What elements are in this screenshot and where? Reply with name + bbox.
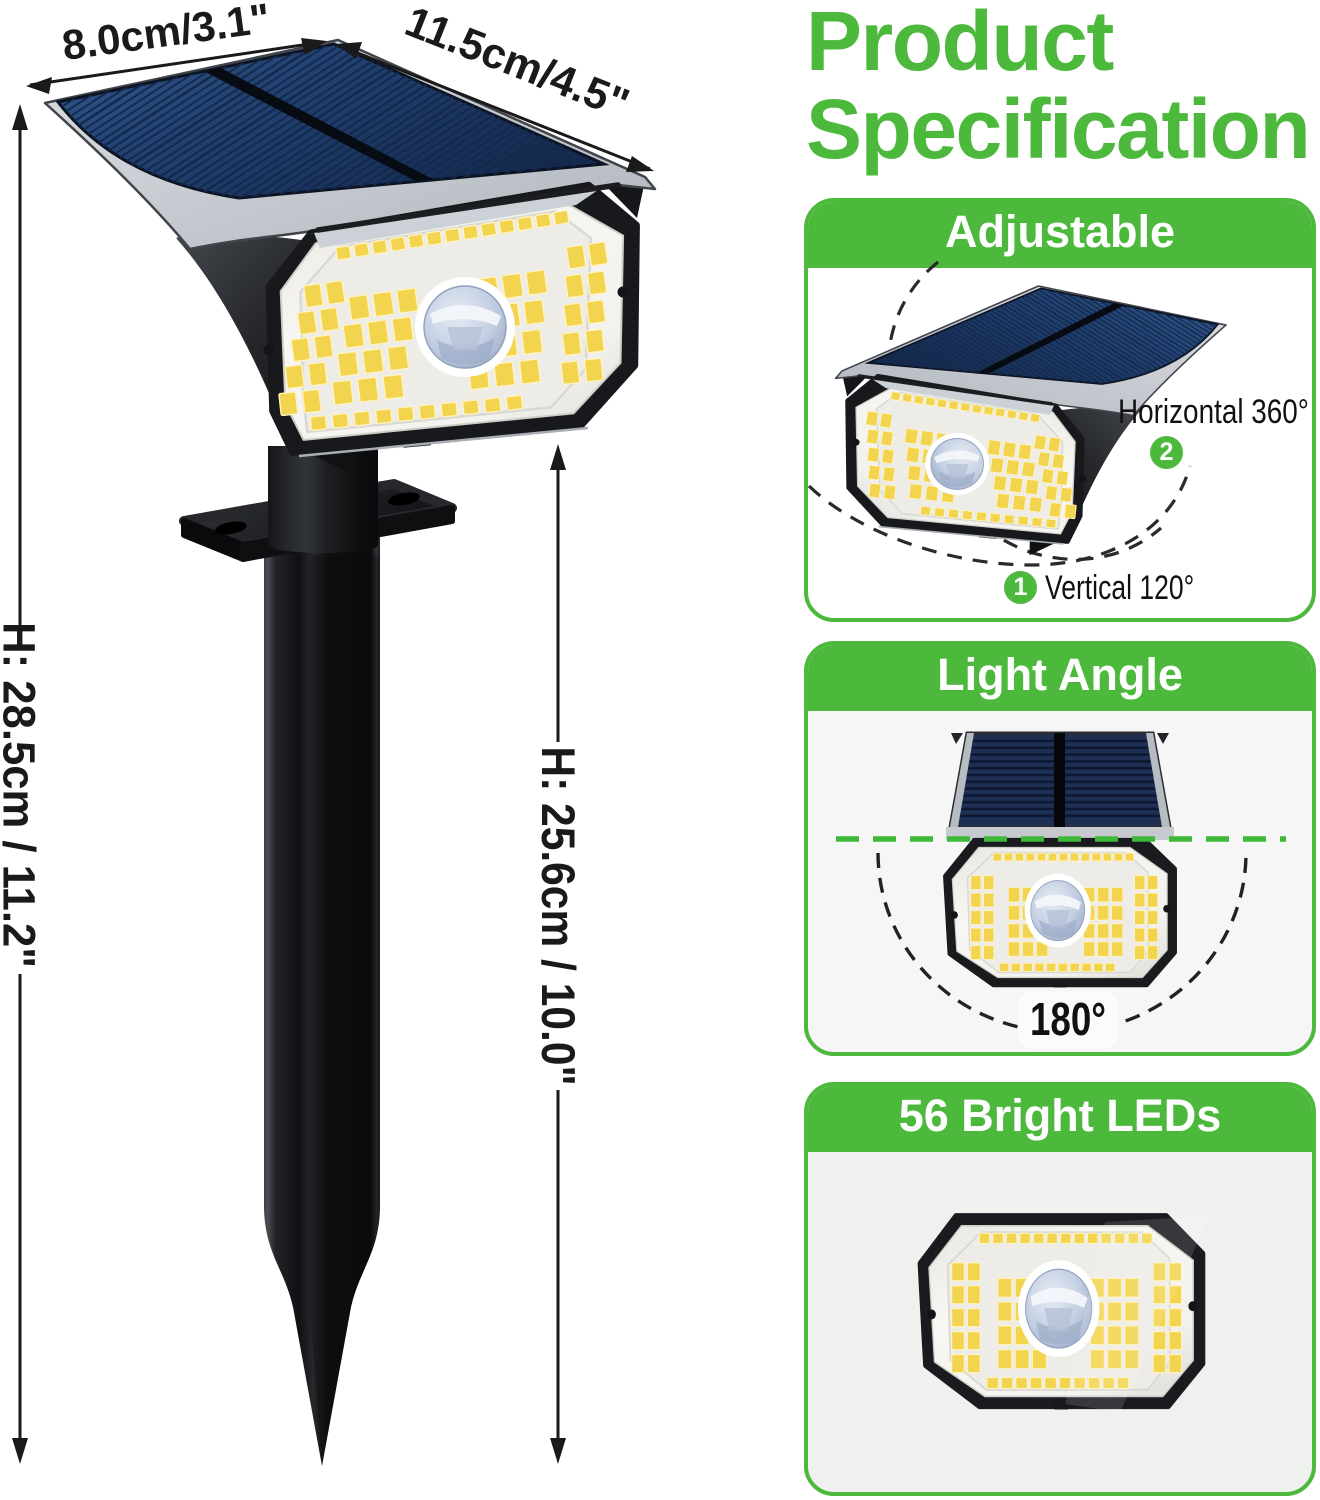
svg-text:180°: 180°	[1030, 993, 1106, 1045]
svg-text:H: 28.5cm / 11.2": H: 28.5cm / 11.2"	[0, 622, 43, 968]
svg-text:H: 25.6cm / 10.0": H: 25.6cm / 10.0"	[532, 746, 584, 1085]
svg-text:8.0cm/3.1": 8.0cm/3.1"	[59, 0, 273, 69]
